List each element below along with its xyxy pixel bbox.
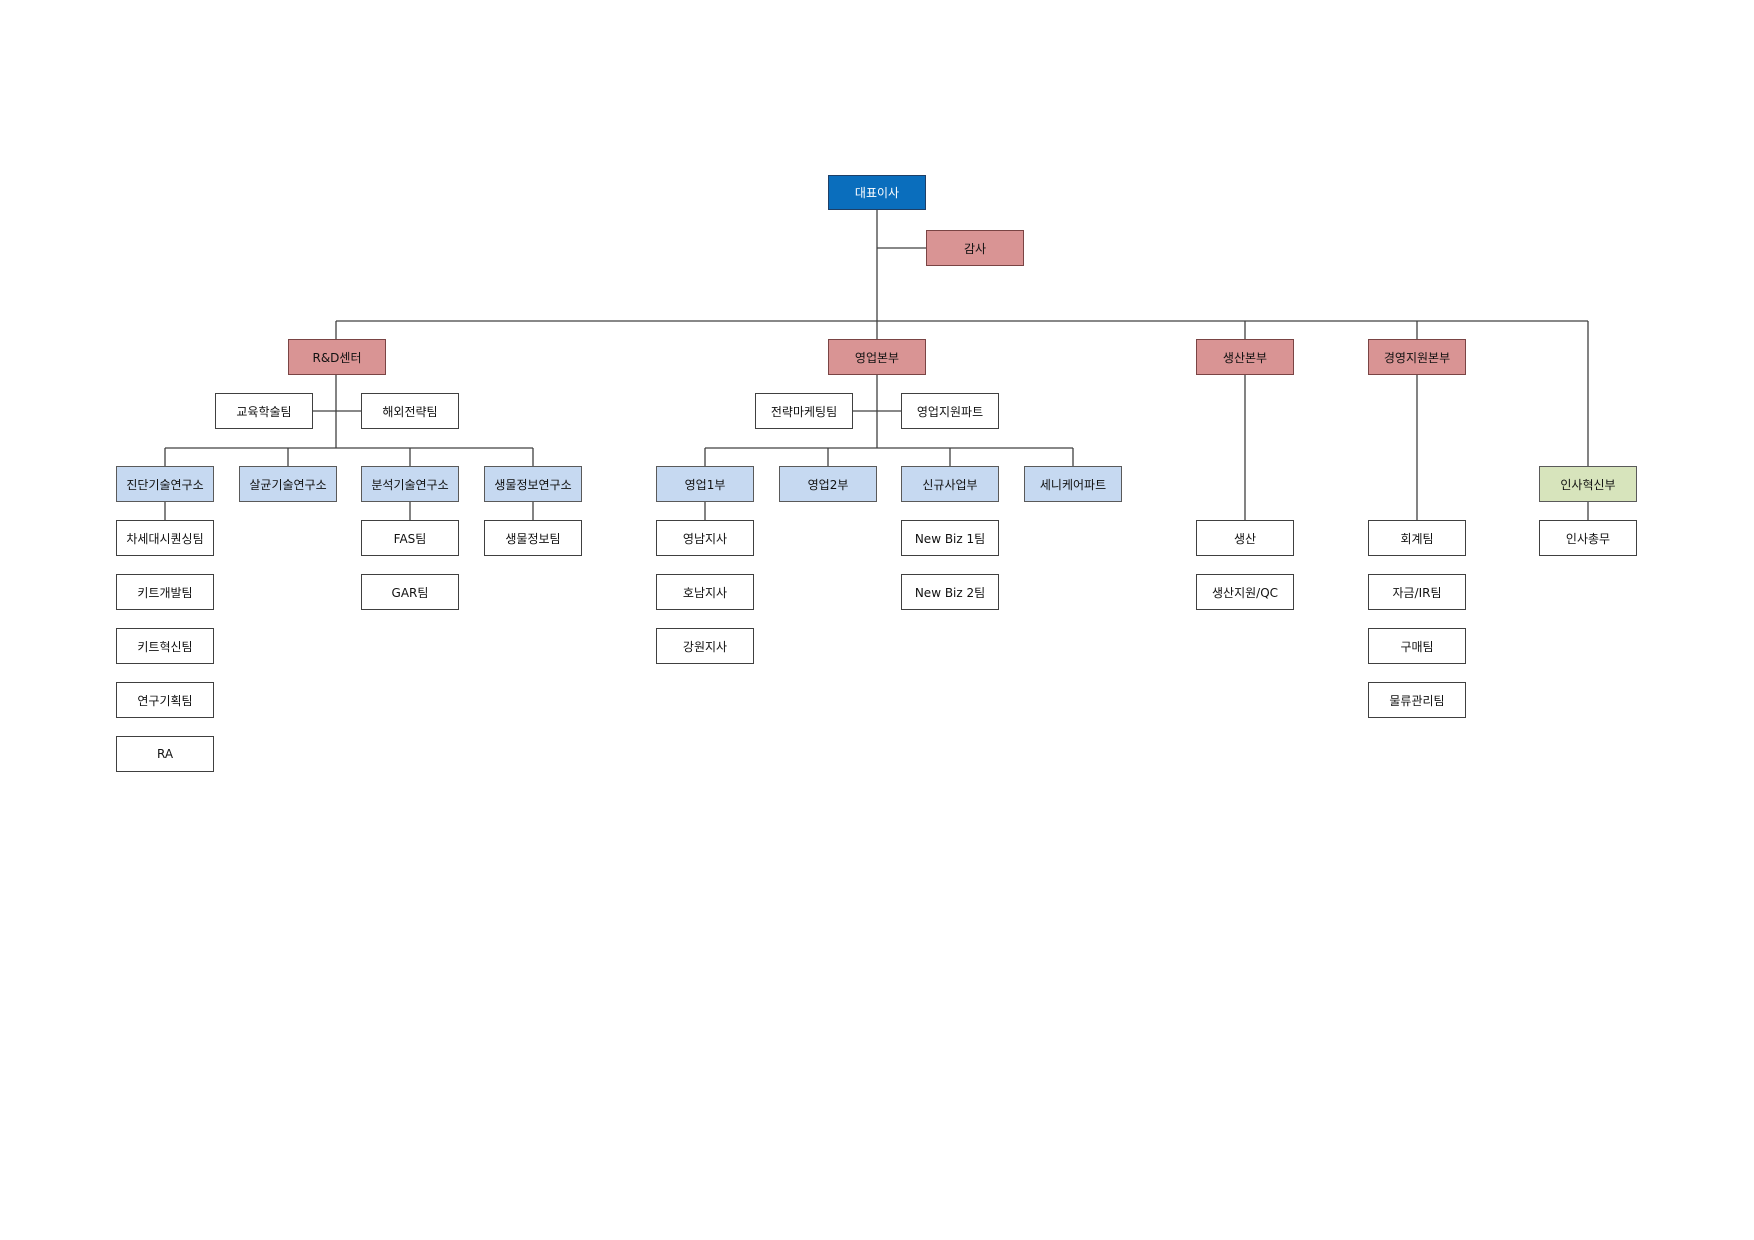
lab-box: 생물정보연구소: [484, 466, 582, 502]
team-box: 강원지사: [656, 628, 754, 664]
team-box: New Biz 1팀: [901, 520, 999, 556]
audit-box: 감사: [926, 230, 1024, 266]
team-box: 키트개발팀: [116, 574, 214, 610]
sales-staff-box: 영업지원파트: [901, 393, 999, 429]
hr-division-box: 인사혁신부: [1539, 466, 1637, 502]
team-box: 호남지사: [656, 574, 754, 610]
rnd-staff-box: 해외전략팀: [361, 393, 459, 429]
sales-staff-box: 전략마케팅팀: [755, 393, 853, 429]
team-box: 생산: [1196, 520, 1294, 556]
team-box: 물류관리팀: [1368, 682, 1466, 718]
team-box: 연구기획팀: [116, 682, 214, 718]
management-division-box: 경영지원본부: [1368, 339, 1466, 375]
team-box: 자금/IR팀: [1368, 574, 1466, 610]
team-box: RA: [116, 736, 214, 772]
team-box: 영남지사: [656, 520, 754, 556]
production-division-box: 생산본부: [1196, 339, 1294, 375]
ceo-box: 대표이사: [828, 175, 926, 210]
team-box: New Biz 2팀: [901, 574, 999, 610]
sales-unit-box: 영업1부: [656, 466, 754, 502]
team-box: 생물정보팀: [484, 520, 582, 556]
team-box: 인사총무: [1539, 520, 1637, 556]
lab-box: 살균기술연구소: [239, 466, 337, 502]
lab-box: 분석기술연구소: [361, 466, 459, 502]
team-box: 구매팀: [1368, 628, 1466, 664]
sales-unit-box: 세니케어파트: [1024, 466, 1122, 502]
sales-division-box: 영업본부: [828, 339, 926, 375]
rnd-staff-box: 교육학술팀: [215, 393, 313, 429]
rnd-center-box: R&D센터: [288, 339, 386, 375]
lab-box: 진단기술연구소: [116, 466, 214, 502]
sales-unit-box: 신규사업부: [901, 466, 999, 502]
sales-unit-box: 영업2부: [779, 466, 877, 502]
team-box: GAR팀: [361, 574, 459, 610]
team-box: FAS팀: [361, 520, 459, 556]
team-box: 회계팀: [1368, 520, 1466, 556]
team-box: 생산지원/QC: [1196, 574, 1294, 610]
team-box: 키트혁신팀: [116, 628, 214, 664]
team-box: 차세대시퀀싱팀: [116, 520, 214, 556]
